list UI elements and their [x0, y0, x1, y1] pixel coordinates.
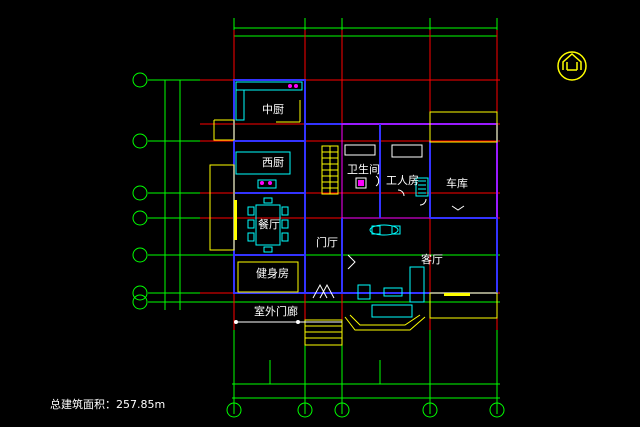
bathroom-fixtures [344, 144, 423, 189]
room-label-foyer: 门厅 [316, 235, 338, 249]
room-label-gym: 健身房 [256, 266, 289, 280]
living-room-sofa [357, 224, 425, 318]
horizontal-axis-grid [148, 79, 500, 310]
toilet [358, 180, 364, 186]
top-dimension-lines [234, 27, 497, 37]
left-axis-bubbles [132, 72, 148, 310]
total-area-label: 总建筑面积：257.85m [50, 397, 165, 411]
vertical-axis-grid [233, 18, 498, 414]
north-arrow-icon [557, 51, 587, 81]
kitchen-counter [235, 81, 303, 189]
stove-burners [260, 84, 298, 185]
gym-wall-accent [234, 200, 470, 296]
room-labels: 中厨 西厨 餐厅 健身房 卫生间 工人房 车库 门厅 客厅 室外门廊 [254, 103, 468, 318]
porch-edge [234, 320, 342, 324]
door-swings [312, 175, 427, 299]
garage-details [415, 177, 429, 197]
room-label-living: 客厅 [421, 252, 443, 266]
room-label-garage: 车库 [446, 176, 468, 190]
bottom-axis-bubbles [226, 402, 505, 418]
room-label-kitchen: 中厨 [262, 103, 284, 116]
yellow-outlines [209, 100, 498, 346]
room-label-porch: 室外门廊 [254, 304, 298, 318]
garage-marker [451, 205, 465, 211]
room-label-maid-room: 工人房 [386, 174, 419, 187]
room-label-dining: 餐厅 [258, 217, 280, 231]
room-label-western-kitchen: 西厨 [262, 156, 284, 169]
staircase [321, 145, 339, 195]
room-label-bathroom: 卫生间 [347, 162, 380, 176]
bottom-dimension-lines [232, 383, 500, 399]
dining-table-set [247, 197, 289, 253]
